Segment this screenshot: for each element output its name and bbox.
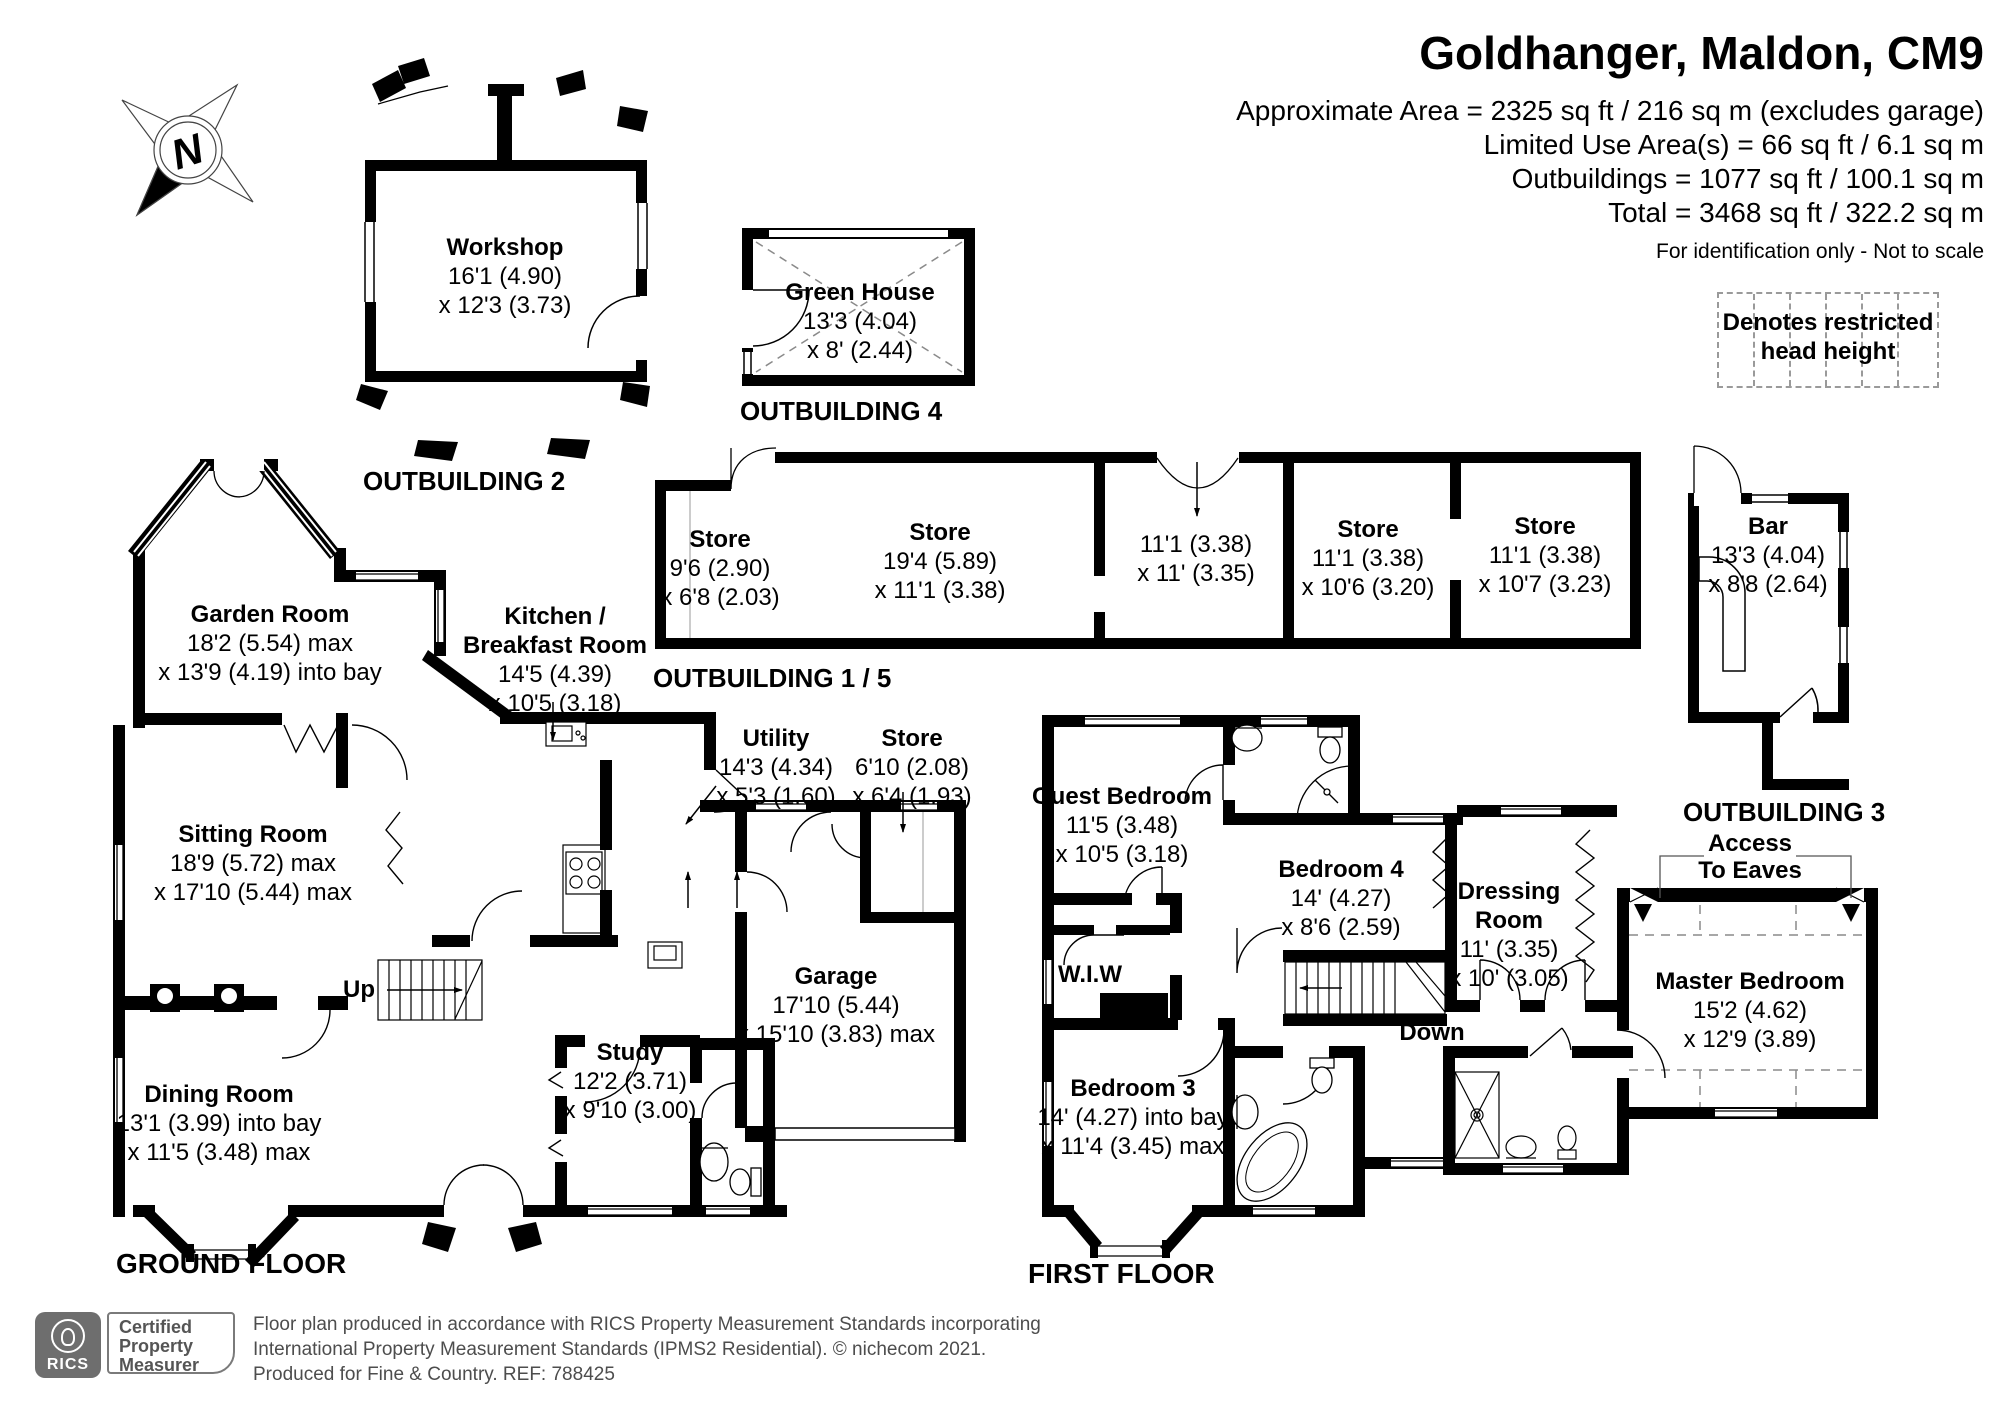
- stairs-up: [377, 959, 483, 1021]
- room-label-kitchen: Kitchen /Breakfast Room 14'5 (4.39)x 10'…: [462, 603, 648, 717]
- limited-use-area: Limited Use Area(s) = 66 sq ft / 6.1 sq …: [1483, 129, 1984, 160]
- bar-outline: [1688, 445, 1851, 790]
- kitchen-fixtures: [545, 721, 683, 969]
- room-label-store-c: 11'1 (3.38)x 11' (3.35): [1137, 531, 1255, 587]
- shower-room-fixtures: [1454, 1071, 1577, 1160]
- bar-counter: [1698, 556, 1746, 672]
- ground-floor-outline: [113, 459, 966, 1268]
- compass-rose: [121, 83, 254, 217]
- section-label-outbuilding4: OUTBUILDING 4: [740, 396, 943, 426]
- section-label-outbuilding1-5: OUTBUILDING 1 / 5: [653, 663, 892, 693]
- room-label-wiw: W.I.W: [1058, 961, 1122, 988]
- footer-disclaimer: Floor plan produced in accordance with R…: [253, 1314, 1041, 1385]
- ensuite-fixtures: [1231, 724, 1353, 822]
- greenhouse-outline: [740, 228, 975, 386]
- outbuilding-row-outline: [655, 447, 1641, 649]
- legend-line1: Denotes restricted: [1722, 309, 1934, 336]
- cloakroom-fixtures: [699, 1142, 762, 1197]
- workshop-outline: [356, 58, 652, 461]
- legend-line2: head height: [1760, 338, 1896, 365]
- bathroom-fixtures: [1231, 1057, 1335, 1202]
- page-title: Goldhanger, Maldon, CM9: [1419, 27, 1984, 79]
- first-floor-outline: [1042, 715, 1878, 1258]
- outbuildings-area: Outbuildings = 1077 sq ft / 100.1 sq m: [1511, 163, 1984, 194]
- stairs-up-label: Up: [343, 976, 375, 1003]
- section-label-ground-floor: GROUND FLOOR: [116, 1248, 347, 1279]
- stairs-down-label: Down: [1399, 1019, 1465, 1046]
- section-label-first-floor: FIRST FLOOR: [1028, 1258, 1215, 1289]
- rics-lion-icon: [51, 1319, 85, 1353]
- scale-note: For identification only - Not to scale: [1656, 240, 1984, 263]
- total-area: Total = 3468 sq ft / 322.2 sq m: [1608, 197, 1984, 228]
- stairs-down: [1284, 961, 1446, 1015]
- section-label-outbuilding2: OUTBUILDING 2: [363, 466, 566, 496]
- approximate-area: Approximate Area = 2325 sq ft / 216 sq m…: [1236, 95, 1984, 126]
- section-label-outbuilding3: OUTBUILDING 3: [1683, 797, 1886, 827]
- rics-logo: RICS: [35, 1312, 101, 1378]
- header-block: Goldhanger, Maldon, CM9 Approximate Area…: [1236, 26, 1984, 264]
- restricted-height-legend: Denotes restricted head height: [1717, 292, 1939, 388]
